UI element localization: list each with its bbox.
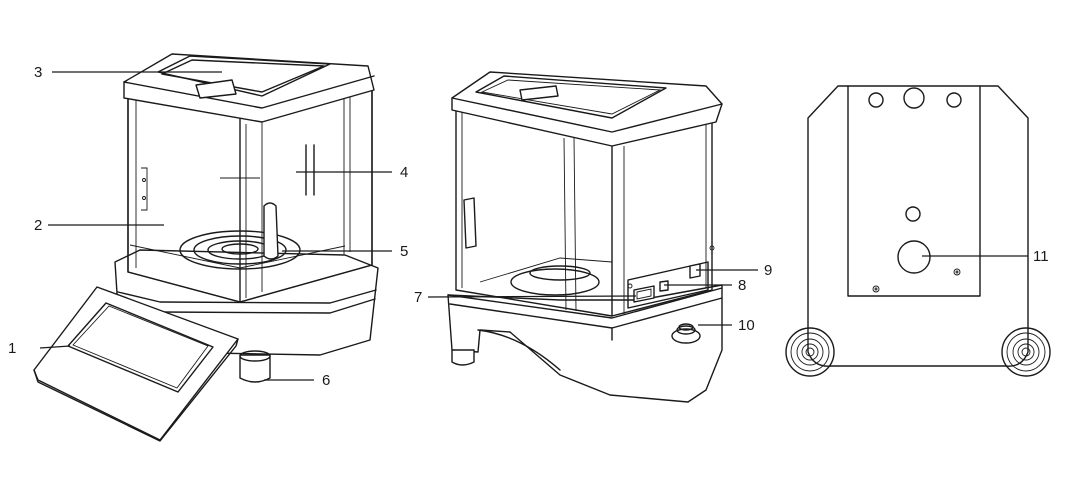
callout-5: 5: [400, 243, 408, 260]
callout-11: 11: [1033, 248, 1049, 265]
front-view-balance: [33, 53, 379, 442]
level-knob: [671, 323, 701, 344]
callout-8: 8: [738, 277, 746, 294]
callout-1: 1: [8, 340, 16, 357]
bottom-view: [785, 85, 1051, 377]
bottom-outline: [807, 85, 1029, 367]
callout-6: 6: [322, 372, 330, 389]
callout-3: 3: [34, 64, 42, 81]
display-terminal: [33, 286, 239, 442]
callout-10: 10: [738, 317, 755, 334]
leveling-foot: [239, 354, 271, 383]
rear-connector-panel: [627, 245, 715, 309]
weighing-pan: [179, 230, 301, 270]
callout-9: 9: [764, 262, 772, 279]
rear-view-balance: [447, 71, 723, 403]
rear-base: [447, 284, 723, 403]
leader-lines: [39, 71, 1028, 381]
bottom-foot-right: [1001, 327, 1051, 377]
callout-4: 4: [400, 164, 408, 181]
callout-labels: 1 2 3 4 5 6 7 8 9 10 11: [8, 64, 1049, 389]
bottom-foot-left: [785, 327, 835, 377]
callout-7: 7: [414, 289, 422, 306]
callout-2: 2: [34, 217, 42, 234]
